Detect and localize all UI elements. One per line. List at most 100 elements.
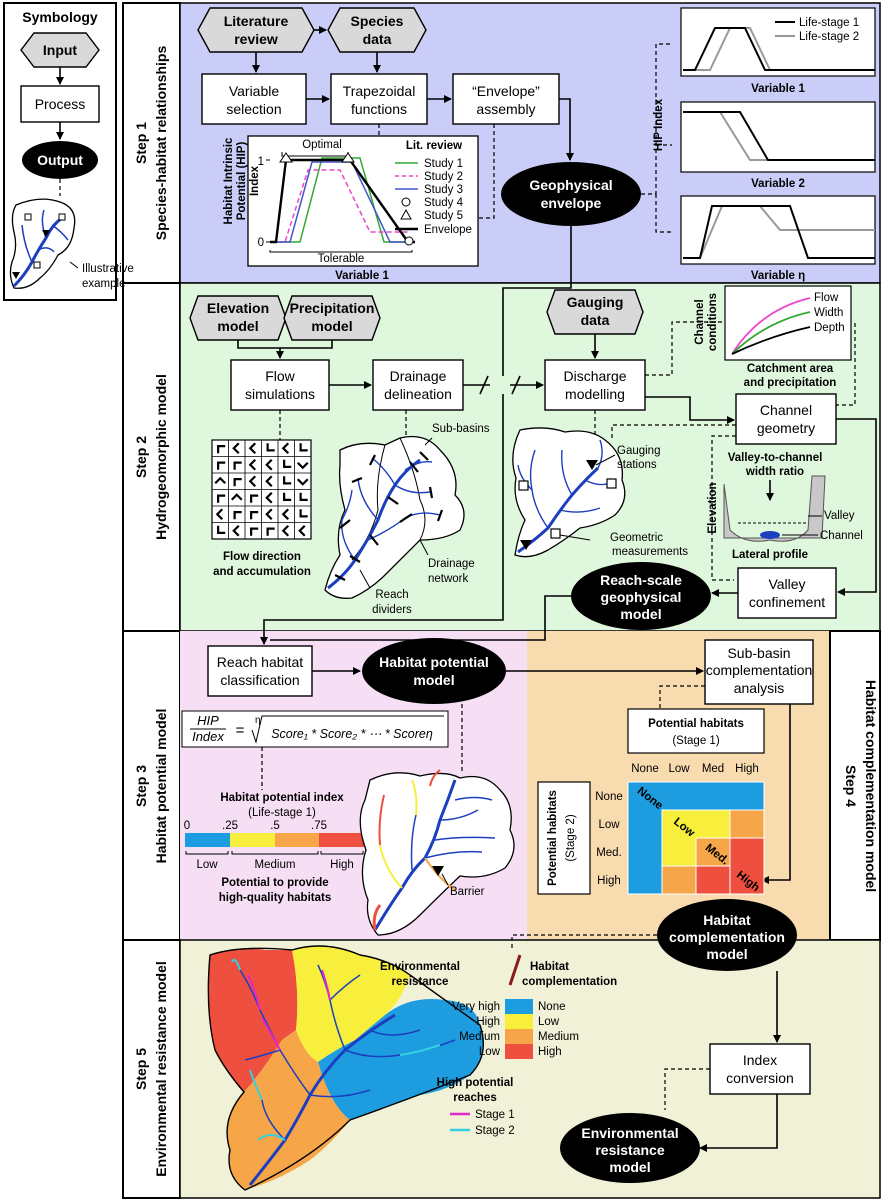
ph2-sub: (Stage 2): [565, 814, 577, 861]
inset-ylabel-a: Habitat Intrinsic: [223, 137, 235, 225]
reach-model-c: model: [620, 606, 661, 622]
env-model-b: resistance: [595, 1142, 664, 1158]
hc-model-c: model: [706, 946, 747, 962]
potential-a: Potential to provide: [221, 877, 328, 889]
precipitation-model-hex: [283, 295, 381, 341]
symbology-example-b: example: [82, 278, 125, 290]
hpi-tick-1: .25: [222, 820, 238, 832]
flow-sim-a: Flow: [265, 368, 295, 384]
channel-label: Channel: [820, 530, 863, 542]
inset-xlabel: Variable 1: [335, 270, 389, 282]
step5-label-a: Step 5: [133, 1048, 149, 1090]
curve-depth: Depth: [814, 322, 845, 334]
matrix-col-label: None: [631, 763, 659, 775]
right-legend-1: Life-stage 1: [799, 17, 859, 29]
env-row-4-swatch: [505, 1044, 533, 1059]
flow-direction-grid: [211, 439, 312, 540]
channel-geom-b: geometry: [757, 420, 815, 436]
inset-tolerable: Tolerable: [318, 253, 365, 265]
flow-arrow-icon: [265, 458, 273, 471]
comp-label: complementation: [522, 976, 617, 988]
reach-scale-model-oval: [571, 562, 711, 630]
symbology-process: Process: [35, 96, 86, 112]
discharge-modelling-box: [544, 359, 646, 411]
subbasin-a: Sub-basin: [727, 645, 790, 661]
right-var-3: Variable η: [751, 270, 805, 282]
flow-arrow-icon: [265, 491, 273, 504]
geo-envelope-a: Geophysical: [529, 177, 612, 193]
valley-conf-b: confinement: [749, 594, 825, 610]
inset-ylabel-b: Potential (HIP): [236, 142, 248, 221]
step5-label-b: Environmental resistance model: [153, 961, 169, 1177]
matrix-row-label: Low: [598, 819, 620, 831]
env-resistance-legend: Very high None High Low Medium Medium Lo…: [452, 999, 579, 1059]
curve-flow: Flow: [814, 292, 839, 304]
flow-arrow-icon: [281, 508, 290, 521]
reach-class-b: classification: [220, 672, 299, 688]
inset-legend-3: Study 3: [424, 184, 463, 196]
flow-arrow-icon: [283, 476, 292, 485]
formula-lhs1: HIP: [197, 713, 219, 728]
hc-model-a: Habitat: [703, 912, 751, 928]
flow-arrow-icon: [217, 445, 226, 454]
symbology-input: Input: [43, 42, 78, 58]
inset-legend-2: Study 2: [424, 171, 463, 183]
env-row-2-hab: Low: [538, 1016, 560, 1028]
habitat-complementation-oval: [657, 899, 797, 971]
env-row-3-swatch: [505, 1029, 533, 1044]
step2-label-b: Hydrogeomorphic model: [153, 374, 169, 540]
hpi-sub: (Life-stage 1): [248, 807, 316, 819]
matrix-row-label: Med.: [596, 847, 622, 859]
subbasin-b: complementation: [706, 662, 813, 678]
gauging-data-hex: [546, 289, 644, 335]
hpi-class-high: High: [330, 859, 354, 871]
inset-y0: 0: [258, 237, 264, 249]
environmental-resistance-map: [207, 945, 484, 1191]
gauging-st-b: stations: [617, 459, 657, 471]
index-conv-a: Index: [743, 1052, 777, 1068]
drainage-delineation-box: [372, 359, 464, 411]
right-var-2: Variable 2: [751, 178, 805, 190]
env-label: Environmental: [380, 961, 460, 973]
flow-arrow-icon: [281, 524, 290, 537]
step4-label-a: Step 4: [843, 765, 859, 807]
hpi-bar-4: [319, 833, 364, 847]
matrix-col-header: [627, 708, 765, 754]
envelope-assembly-b: assembly: [476, 101, 535, 117]
flow-arrow-icon: [299, 509, 308, 518]
hc-model-b: complementation: [669, 929, 785, 945]
potential-b: high-quality habitats: [219, 892, 331, 904]
hpi-class-medium: Medium: [255, 859, 296, 871]
elevation-model-b: model: [217, 318, 258, 334]
hip-index-label: HIP Index: [653, 98, 665, 151]
flow-arrow-icon: [217, 494, 226, 503]
flow-arrow-icon: [233, 461, 242, 470]
hpr-b: reaches: [453, 1092, 496, 1104]
hab-model-a: Habitat potential: [379, 654, 489, 670]
env-row-2-swatch: [505, 1014, 533, 1029]
flow-arrow-icon: [232, 442, 240, 455]
step1-label-a: Step 1: [133, 122, 149, 164]
step1-side: [122, 2, 181, 284]
inset-ylabel-c: Index: [249, 165, 261, 196]
hpi-bar-3: [275, 833, 319, 847]
flow-dir-b: and accumulation: [213, 566, 311, 578]
flow-arrow-icon: [250, 527, 259, 536]
flow-arrow-icon: [265, 475, 273, 488]
lateral-profile: Lateral profile: [732, 549, 808, 561]
env-model-c: model: [609, 1159, 650, 1175]
hab-label: Habitat: [530, 961, 569, 973]
matrix-col-label: Med: [702, 763, 724, 775]
matrix-row-label: None: [595, 791, 623, 803]
hpi-class-low: Low: [196, 859, 218, 871]
right-legend-2: Life-stage 2: [799, 31, 859, 43]
ratio-a: Valley-to-channel: [728, 452, 823, 464]
flow-arrow-icon: [296, 461, 309, 470]
step4-side: [829, 630, 881, 941]
env-model-a: Environmental: [581, 1125, 678, 1141]
trapezoidal-box: [330, 73, 428, 125]
inset-legend-6: Envelope: [424, 224, 472, 236]
symbology-title: Symbology: [22, 9, 98, 25]
literature-review-a: Literature: [224, 13, 289, 29]
hpi-tick-0: 0: [184, 820, 190, 832]
